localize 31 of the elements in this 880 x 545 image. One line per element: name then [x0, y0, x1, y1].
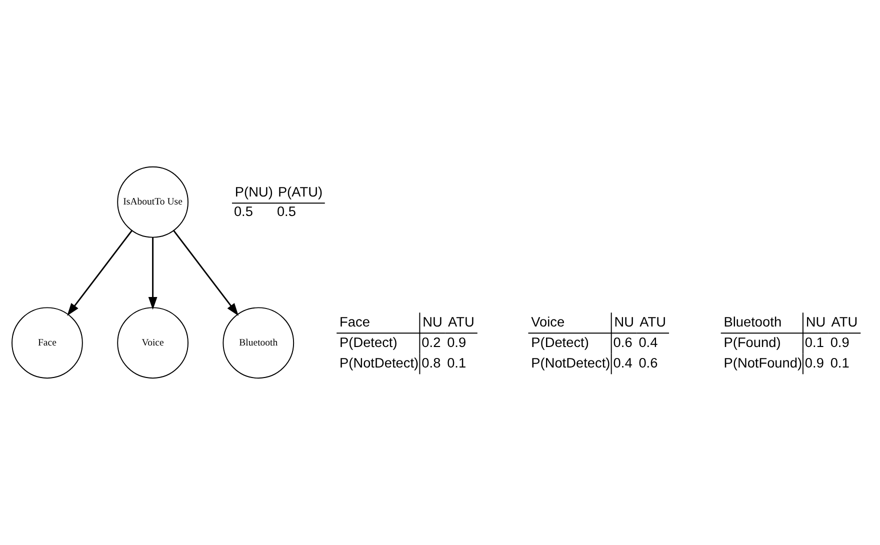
node-label: P(NU): [234, 184, 273, 200]
node-label: NU: [422, 314, 442, 330]
node-label: P(NotFound): [724, 356, 802, 371]
node-label: 0.9: [830, 335, 850, 350]
node-label: 0.4: [613, 356, 632, 371]
node-label: P(Found): [724, 335, 781, 350]
node-label: 0.1: [804, 335, 824, 350]
node-label: NU: [614, 314, 634, 330]
node-label: 0.4: [638, 335, 658, 350]
node-label: ATU: [448, 314, 474, 330]
node-label: Voice: [531, 314, 565, 330]
node-label: 0.6: [638, 356, 658, 371]
node-label: ATU: [640, 314, 666, 330]
node-label: 0.9: [804, 356, 824, 371]
node-label: P(Detect): [531, 335, 589, 350]
node-label: 0.5: [276, 204, 296, 219]
node-label: P(ATU): [278, 184, 323, 200]
node-label: 0.2: [422, 335, 441, 350]
node-label: Bluetooth: [724, 314, 782, 330]
node-label: P(Detect): [340, 335, 398, 350]
node-label: NU: [806, 314, 826, 330]
node-label: 0.8: [422, 356, 441, 371]
node-label: P(NotDetect): [340, 356, 419, 371]
node-label: 0.6: [613, 335, 632, 350]
node-label: P(NotDetect): [531, 356, 610, 371]
node-label: 0.5: [234, 204, 253, 219]
node-label: 0.1: [830, 356, 850, 371]
node-label: 0.1: [447, 356, 466, 371]
node-label: 0.9: [447, 335, 466, 350]
node-label: ATU: [831, 314, 858, 330]
node-label: Face: [340, 314, 370, 330]
